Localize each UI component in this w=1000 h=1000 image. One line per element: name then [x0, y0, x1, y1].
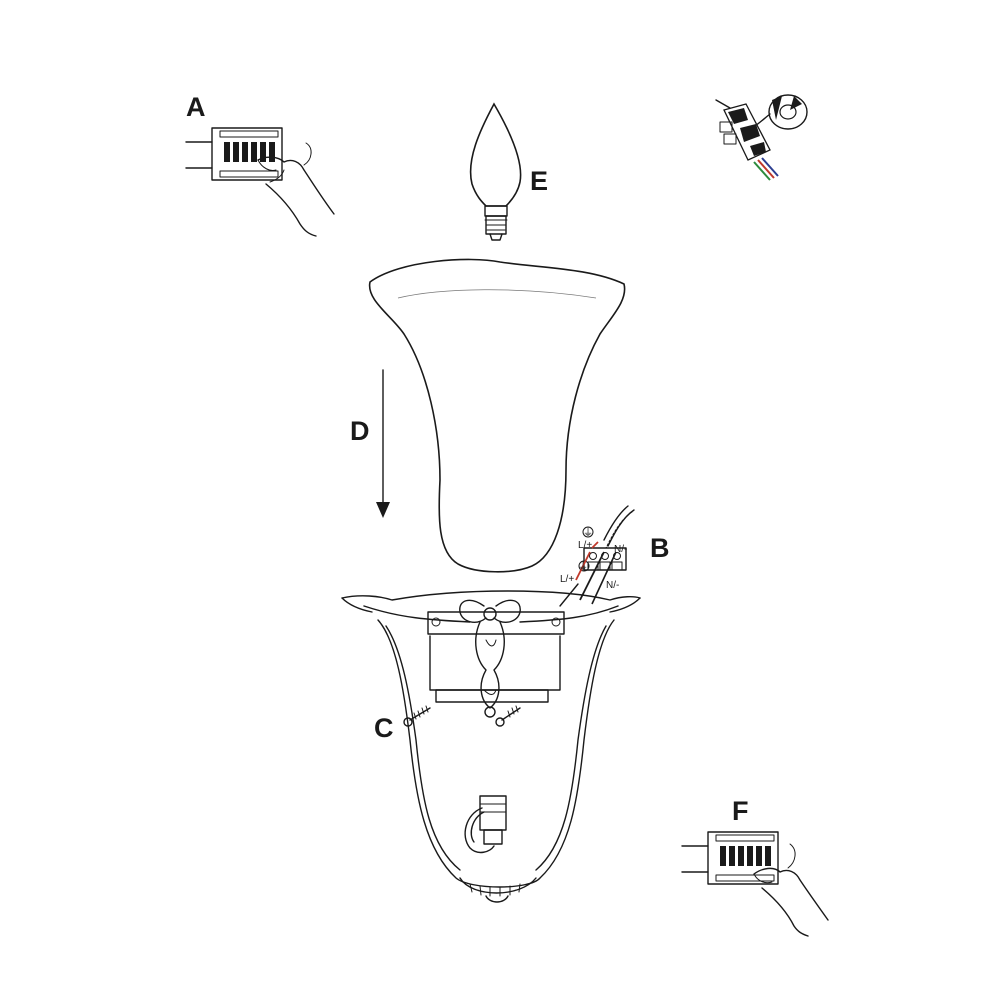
- step-a-switch-off-illustration: A: [185, 92, 335, 237]
- breaker-switches-a: [224, 142, 275, 162]
- step-b-wiring-illustration: B ⏚ L/+ N/- ⏚ L/+ N/-: [559, 505, 670, 607]
- terminal-earth-bottom: ⏚: [578, 561, 588, 573]
- lamp-body-illustration: C: [341, 590, 641, 903]
- step-f-label: F: [732, 796, 749, 826]
- taped-connector: [719, 103, 771, 161]
- terminal-live-bottom: L/+: [560, 574, 574, 585]
- step-c-label: C: [374, 713, 394, 743]
- terminal-block: [559, 505, 635, 607]
- terminal-live-top: L/+: [578, 540, 592, 551]
- step-e-label: E: [530, 166, 548, 196]
- step-d-label: D: [350, 416, 370, 446]
- breaker-switches-f: [720, 846, 771, 866]
- screws-c: [403, 705, 521, 727]
- terminal-earth-top: ⏚: [583, 527, 593, 539]
- fuse-box-a: [185, 127, 312, 181]
- decorative-bow: [459, 599, 521, 718]
- step-b-label: B: [650, 533, 670, 563]
- hand-a: [257, 156, 335, 237]
- fuse-box-f: [681, 831, 796, 885]
- step-e-bulb-illustration: E: [469, 102, 548, 241]
- terminal-neutral-bottom: N/-: [606, 580, 619, 591]
- candle-bulb: [469, 102, 522, 241]
- step-d-glass-shade-illustration: D: [350, 258, 626, 573]
- lamp-socket: [464, 795, 507, 854]
- mounting-plate: [427, 611, 565, 703]
- step-a-label: A: [186, 92, 206, 122]
- glass-shade: [368, 258, 626, 573]
- step-f-switch-on-illustration: F: [681, 796, 829, 937]
- hand-f: [753, 867, 829, 937]
- terminal-neutral-top: N/-: [614, 544, 627, 555]
- tape-insulation-illustration: [715, 94, 808, 181]
- down-arrow: [376, 369, 390, 518]
- lamp-frame: [341, 590, 641, 903]
